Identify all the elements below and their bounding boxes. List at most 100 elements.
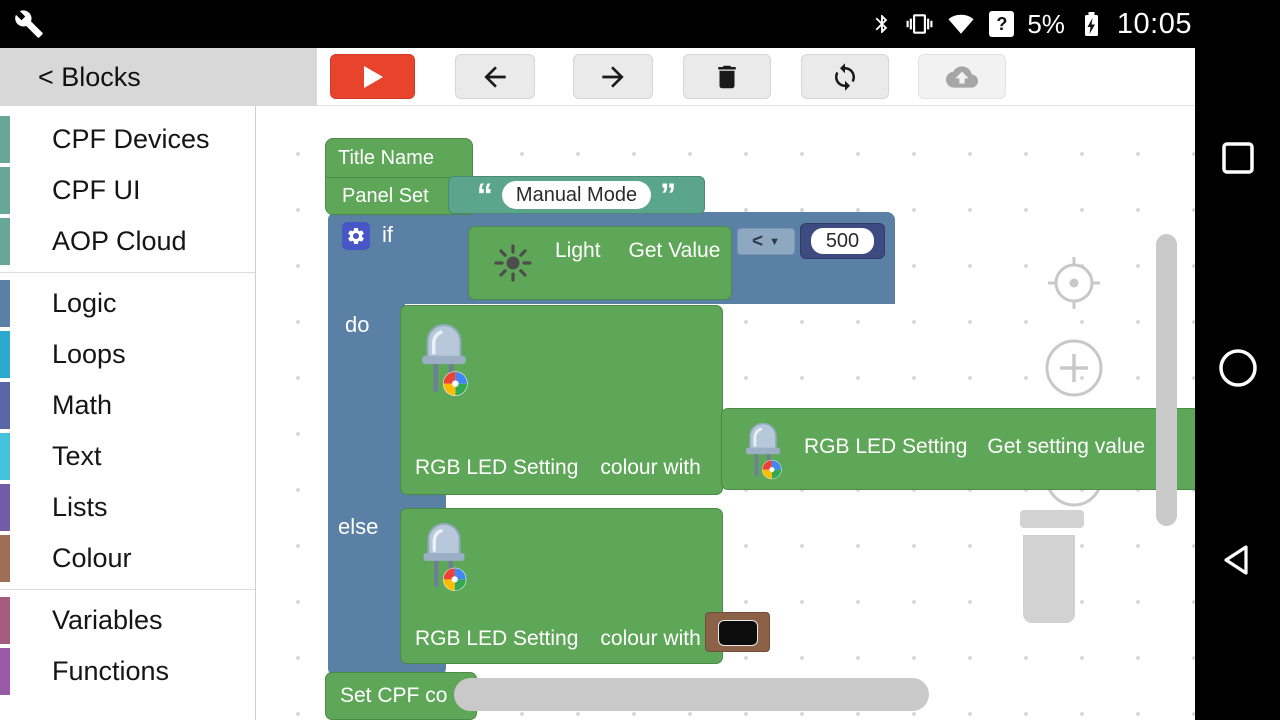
battery-charging-icon <box>1078 9 1104 39</box>
battery-percent-label: 5% <box>1027 8 1065 39</box>
if-block-spine[interactable] <box>328 212 405 676</box>
panel-title-label: Title Name <box>338 147 434 169</box>
blocks-back-button[interactable]: < Blocks <box>0 48 317 106</box>
rgb-led-get-setting-value-block[interactable]: RGB LED Setting Get setting value <box>721 408 1195 490</box>
light-device-label: Light <box>555 239 601 262</box>
category-color-chip <box>0 433 10 480</box>
horizontal-scrollbar[interactable] <box>454 678 929 711</box>
recents-square-icon <box>1220 142 1256 179</box>
zoom-reset-button[interactable] <box>1045 254 1103 312</box>
sidebar-item-lists[interactable]: Lists <box>0 482 255 533</box>
run-button[interactable] <box>330 54 415 99</box>
category-sidebar: CPF Devices CPF UI AOP Cloud Logic Loops… <box>0 106 256 720</box>
wrench-icon <box>14 9 44 44</box>
delete-button[interactable] <box>683 54 771 99</box>
sidebar-item-cpf-ui[interactable]: CPF UI <box>0 165 255 216</box>
sidebar-item-cpf-devices[interactable]: CPF Devices <box>0 114 255 165</box>
brightness-icon <box>494 244 532 282</box>
rgb-action-label: Get setting value <box>987 435 1145 458</box>
category-label: Math <box>52 390 113 420</box>
back-button[interactable] <box>1219 541 1257 579</box>
recents-button[interactable] <box>1220 140 1256 176</box>
cloud-upload-icon <box>943 61 981 93</box>
refresh-button[interactable] <box>801 54 889 99</box>
status-bar: ? 5% 10:05 <box>0 0 1280 48</box>
category-label: Colour <box>52 543 132 573</box>
gear-icon <box>346 226 366 246</box>
undo-button[interactable] <box>455 54 535 99</box>
redo-button[interactable] <box>573 54 653 99</box>
navigation-bar <box>1195 48 1280 720</box>
category-color-chip <box>0 331 10 378</box>
open-quote-icon: “ <box>476 177 493 213</box>
trash-icon <box>712 62 742 92</box>
rgb-led-setting-block-do[interactable]: RGB LED Setting colour with <box>400 305 723 495</box>
rgb-device-label: RGB LED Setting <box>415 627 579 650</box>
close-quote-icon: ” <box>660 177 677 213</box>
light-get-value-block[interactable]: Light Get Value <box>468 226 732 300</box>
number-field[interactable]: 500 <box>810 228 875 254</box>
category-color-chip <box>0 484 10 531</box>
sidebar-item-variables[interactable]: Variables <box>0 595 255 646</box>
clock-label: 10:05 <box>1116 7 1192 40</box>
vertical-scrollbar[interactable] <box>1156 234 1177 526</box>
category-color-chip <box>0 218 10 265</box>
panel-text-field[interactable]: Manual Mode <box>501 181 652 209</box>
chevron-down-icon: ▼ <box>769 235 780 248</box>
category-label: CPF UI <box>52 175 141 205</box>
do-label: do <box>345 312 370 337</box>
refresh-icon <box>830 62 860 92</box>
sidebar-divider <box>0 272 255 273</box>
workspace-trash-icon[interactable] <box>1014 510 1084 623</box>
back-triangle-icon <box>1219 545 1257 582</box>
number-block[interactable]: 500 <box>800 223 885 259</box>
sidebar-item-math[interactable]: Math <box>0 380 255 431</box>
sidebar-item-aop-cloud[interactable]: AOP Cloud <box>0 216 255 267</box>
category-label: Text <box>52 441 102 471</box>
rgb-action-label: colour with <box>600 456 701 479</box>
category-color-chip <box>0 280 10 327</box>
rgb-led-setting-block-else[interactable]: RGB LED Setting colour with <box>400 508 723 664</box>
sim-unknown-icon: ? <box>989 11 1015 37</box>
category-label: CPF Devices <box>52 124 210 154</box>
category-label: Variables <box>52 605 163 635</box>
category-color-chip <box>0 648 10 695</box>
panel-set-block-title-row[interactable]: Title Name <box>325 138 473 178</box>
blocks-back-label: < Blocks <box>38 61 141 92</box>
bluetooth-icon <box>871 11 893 37</box>
app-toolbar: < Blocks <box>0 48 1195 106</box>
sidebar-item-loops[interactable]: Loops <box>0 329 255 380</box>
mutator-gear-chip[interactable] <box>342 222 370 250</box>
zoom-in-button[interactable] <box>1042 336 1106 400</box>
led-icon <box>417 322 471 398</box>
sidebar-item-logic[interactable]: Logic <box>0 278 255 329</box>
rgb-action-label: colour with <box>600 627 701 650</box>
operator-label: < <box>752 230 764 252</box>
blockly-workspace[interactable]: if do else Title Name Panel Set “ Manual… <box>256 106 1195 720</box>
category-color-chip <box>0 116 10 163</box>
vibrate-icon <box>906 11 933 37</box>
category-label: Logic <box>52 288 117 318</box>
play-icon <box>360 63 386 91</box>
rgb-device-label: RGB LED Setting <box>415 456 579 479</box>
home-button[interactable] <box>1217 347 1259 389</box>
cloud-upload-button[interactable] <box>918 54 1006 99</box>
sidebar-item-functions[interactable]: Functions <box>0 646 255 697</box>
colour-picker-block[interactable] <box>705 612 770 652</box>
comparison-dropdown[interactable]: < ▼ <box>737 228 795 255</box>
if-block-else-divider <box>328 492 446 510</box>
sidebar-item-text[interactable]: Text <box>0 431 255 482</box>
category-label: Loops <box>52 339 126 369</box>
sidebar-item-colour[interactable]: Colour <box>0 533 255 584</box>
category-label: AOP Cloud <box>52 226 187 256</box>
panel-set-label: Panel Set <box>342 185 429 207</box>
rgb-device-label: RGB LED Setting <box>804 435 968 458</box>
text-value-block[interactable]: “ Manual Mode ” <box>448 176 705 214</box>
category-color-chip <box>0 382 10 429</box>
category-color-chip <box>0 535 10 582</box>
sidebar-divider <box>0 589 255 590</box>
led-icon <box>744 421 784 481</box>
colour-swatch[interactable] <box>718 620 758 646</box>
led-icon <box>417 521 471 593</box>
wifi-icon <box>946 11 976 37</box>
